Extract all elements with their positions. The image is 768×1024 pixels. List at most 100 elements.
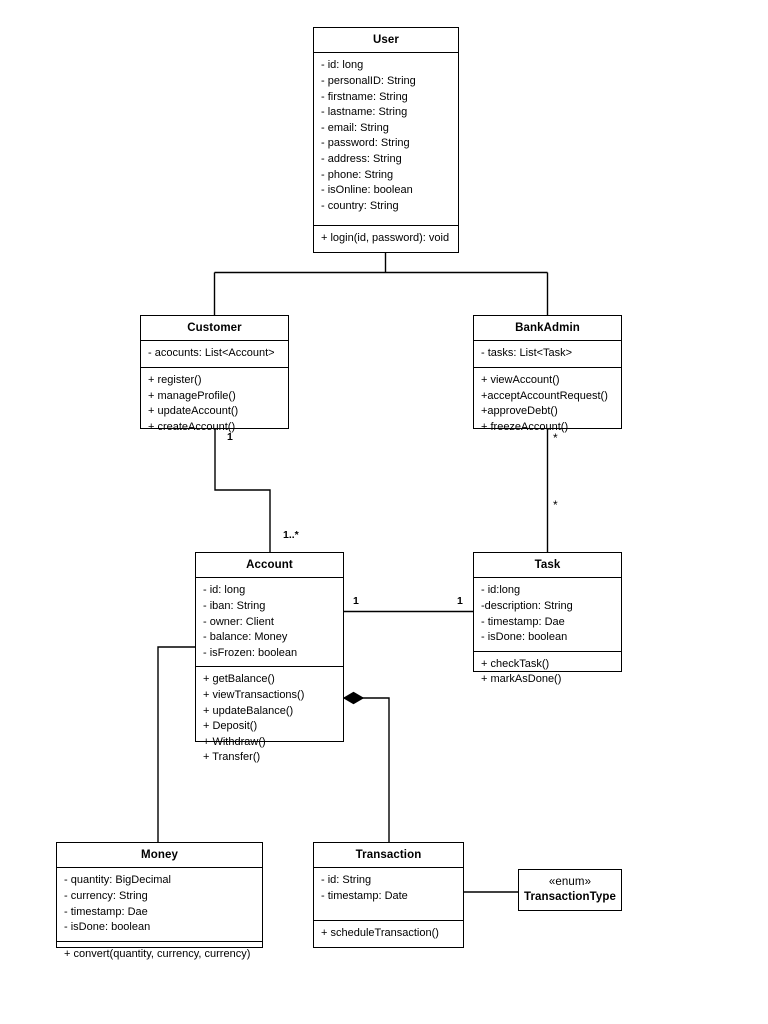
multiplicity-task-to-account: 1 [457,595,463,607]
class-divider [57,940,262,942]
class-methods-money: + convert(quantity, currency, currency) [57,942,262,968]
method-row: + viewTransactions() [203,689,305,702]
attribute-row: - id: long [203,584,246,597]
attribute-row: - personalID: String [321,74,416,87]
method-row: + convert(quantity, currency, currency) [64,947,251,960]
class-divider [474,650,621,652]
method-row: + updateAccount() [148,405,239,418]
class-divider [141,366,288,368]
class-divider [474,366,621,368]
class-methods-task: + checkTask() + markAsDone() [474,652,621,693]
class-box-transactiontype[interactable]: «enum» TransactionType [518,869,622,911]
attribute-row: - iban: String [203,599,266,612]
attribute-row: - quantity: BigDecimal [64,874,171,887]
multiplicity-account-to-task: 1 [353,595,359,607]
attribute-row: - lastname: String [321,106,408,119]
class-box-user[interactable]: User - id: long - personalID: String - f… [313,27,459,253]
method-row: +acceptAccountRequest() [481,389,608,402]
class-divider [314,867,463,869]
class-box-money[interactable]: Money - quantity: BigDecimal - currency:… [56,842,263,960]
method-row: + getBalance() [203,673,275,686]
class-title-user: User [373,34,399,46]
class-attributes-transaction: - id: String - timestamp: Date [314,868,463,920]
edge-account-transaction-composition [342,691,390,842]
attribute-row: - timestamp: Dae [64,905,148,918]
class-attributes-money: - quantity: BigDecimal - currency: Strin… [57,868,262,940]
class-divider [196,666,343,668]
class-attributes-user: - id: long - personalID: String - firstn… [314,53,458,225]
class-title-account: Account [246,559,293,571]
class-divider [196,577,343,579]
class-methods-bankadmin: + viewAccount() +acceptAccountRequest() … [474,368,621,440]
class-attributes-account: - id: long - iban: String - owner: Clien… [196,578,343,666]
class-divider [474,577,621,579]
attribute-row: - id: long [321,59,364,72]
enum-name-label: TransactionType [523,891,617,903]
attribute-row: - id:long [481,584,521,597]
attribute-row: - phone: String [321,168,394,181]
method-row: + Transfer() [203,751,261,764]
attribute-row: - timestamp: Dae [481,615,565,628]
method-row: + manageProfile() [148,389,236,402]
method-row: + viewAccount() [481,373,560,386]
method-row: + register() [148,373,202,386]
class-title-transaction: Transaction [355,849,422,861]
class-title-money: Money [141,849,178,861]
multiplicity-customer-end: 1 [227,431,233,443]
method-row: + markAsDone() [481,673,562,686]
composition-diamond-icon [342,691,365,705]
class-divider [141,340,288,342]
method-row: + updateBalance() [203,704,294,717]
class-divider [314,52,458,54]
enum-stereotype-label: «enum» [548,875,592,888]
class-methods-account: + getBalance() + viewTransactions() + up… [196,667,343,771]
attribute-row: - isFrozen: boolean [203,646,298,659]
attribute-row: - password: String [321,137,410,150]
attribute-row: - tasks: List<Task> [481,347,573,360]
attribute-row: - isDone: boolean [481,631,568,644]
attribute-row: - acocunts: List<Account> [148,347,275,360]
method-row: + createAccount() [148,420,236,433]
attribute-row: - balance: Money [203,631,288,644]
class-methods-customer: + register() + manageProfile() + updateA… [141,368,288,440]
attribute-row: - isDone: boolean [64,921,151,934]
class-title-customer: Customer [187,322,242,334]
class-title-task: Task [534,559,561,571]
method-row: + freezeAccount() [481,420,569,433]
class-divider [57,867,262,869]
enum-title-transactiontype: «enum» TransactionType [519,868,621,913]
class-title-bankadmin: BankAdmin [515,322,580,334]
edge-customer-account [214,429,271,552]
attribute-row: - id: String [321,874,372,887]
class-divider [314,920,463,922]
class-attributes-task: - id:long -description: String - timesta… [474,578,621,650]
attribute-row: - timestamp: Date [321,889,408,902]
multiplicity-bankadmin-end: * [553,431,558,445]
attribute-row: - country: String [321,199,399,212]
class-box-transaction[interactable]: Transaction - id: String - timestamp: Da… [313,842,464,948]
class-attributes-customer: - acocunts: List<Account> [141,341,288,367]
attribute-row: - address: String [321,153,402,166]
method-row: +approveDebt() [481,405,558,418]
multiplicity-task-from-bankadmin: * [553,498,558,512]
class-box-task[interactable]: Task - id:long -description: String - ti… [473,552,622,685]
method-row: + scheduleTransaction() [321,927,439,940]
class-divider [474,340,621,342]
class-methods-transaction: + scheduleTransaction() [314,921,463,947]
attribute-row: - email: String [321,121,389,134]
attribute-row: - owner: Client [203,615,274,628]
class-methods-user: + login(id, password): void [314,226,458,252]
method-row: + login(id, password): void [321,232,450,245]
attribute-row: -description: String [481,599,573,612]
method-row: + Withdraw() [203,735,266,748]
class-attributes-bankadmin: - tasks: List<Task> [474,341,621,367]
attribute-row: - isOnline: boolean [321,184,413,197]
method-row: + checkTask() [481,657,550,670]
class-box-bankadmin[interactable]: BankAdmin - tasks: List<Task> + viewAcco… [473,315,622,433]
class-box-customer[interactable]: Customer - acocunts: List<Account> + reg… [140,315,289,433]
class-box-account[interactable]: Account - id: long - iban: String - owne… [195,552,344,763]
multiplicity-account-from-customer: 1..* [283,529,299,541]
attribute-row: - firstname: String [321,90,408,103]
method-row: + Deposit() [203,720,258,733]
